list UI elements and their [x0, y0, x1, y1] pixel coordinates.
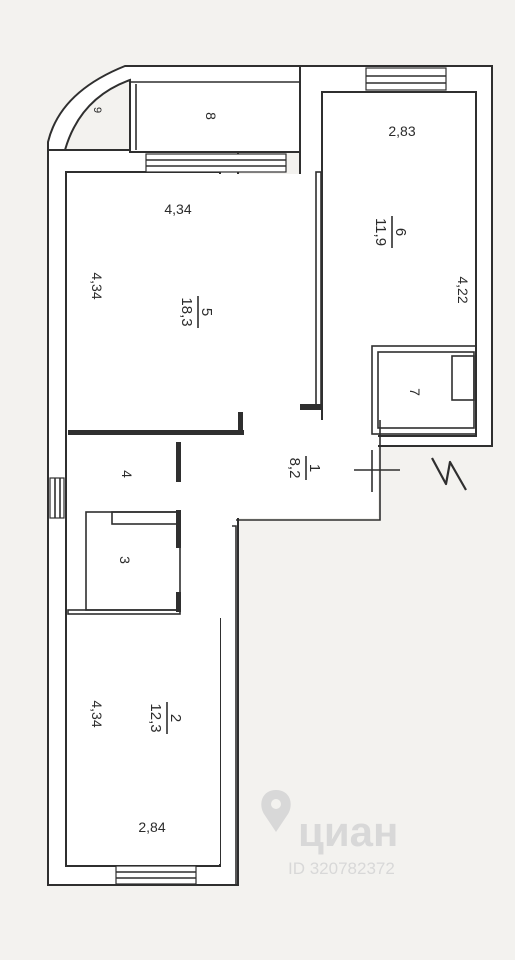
- balcony: [47, 65, 301, 173]
- room-8-label: 8: [203, 112, 219, 120]
- svg-text:8,2: 8,2: [286, 458, 303, 479]
- room-labels: 1 8,2 2 12,3 3 4 5 18,3 6 11,9 7 8 9: [91, 107, 423, 734]
- svg-text:5: 5: [198, 308, 215, 316]
- dim-room5-left: 4,34: [89, 272, 105, 299]
- dim-room2-left: 4,34: [89, 700, 105, 727]
- watermark: циан ID 320782372: [261, 790, 398, 878]
- interior-walls: [67, 171, 477, 885]
- room-interiors: [68, 94, 474, 864]
- north-arrow-icon: [431, 457, 467, 491]
- dimension-labels: 4,34 4,34 2,83 4,22 4,34 2,84: [89, 123, 471, 835]
- watermark-id: ID 320782372: [288, 859, 395, 878]
- map-pin-icon: [261, 790, 291, 832]
- dim-room5-top: 4,34: [164, 201, 191, 217]
- room-5-label: 5 18,3: [178, 296, 215, 328]
- room-2-label: 2 12,3: [147, 702, 184, 734]
- room-1-label: 1 8,2: [286, 456, 323, 480]
- svg-text:2: 2: [167, 714, 184, 722]
- room-6-label: 6 11,9: [372, 216, 409, 248]
- room-3-label: 3: [117, 556, 133, 564]
- window-room4: [49, 477, 65, 519]
- svg-text:11,9: 11,9: [372, 218, 389, 246]
- window-room2: [115, 865, 197, 885]
- dim-room6-top: 2,83: [388, 123, 415, 139]
- windows: [49, 67, 447, 885]
- watermark-brand: циан: [298, 808, 398, 855]
- room-9-label: 9: [91, 107, 103, 113]
- svg-text:18,3: 18,3: [178, 297, 195, 326]
- svg-text:1: 1: [306, 464, 323, 472]
- dim-room6-right: 4,22: [455, 276, 471, 303]
- room-7-label: 7: [407, 388, 423, 396]
- room-4-label: 4: [119, 470, 135, 478]
- svg-text:12,3: 12,3: [147, 703, 164, 732]
- window-room6: [365, 67, 447, 91]
- svg-text:6: 6: [392, 228, 409, 236]
- dim-room2-bottom: 2,84: [138, 819, 165, 835]
